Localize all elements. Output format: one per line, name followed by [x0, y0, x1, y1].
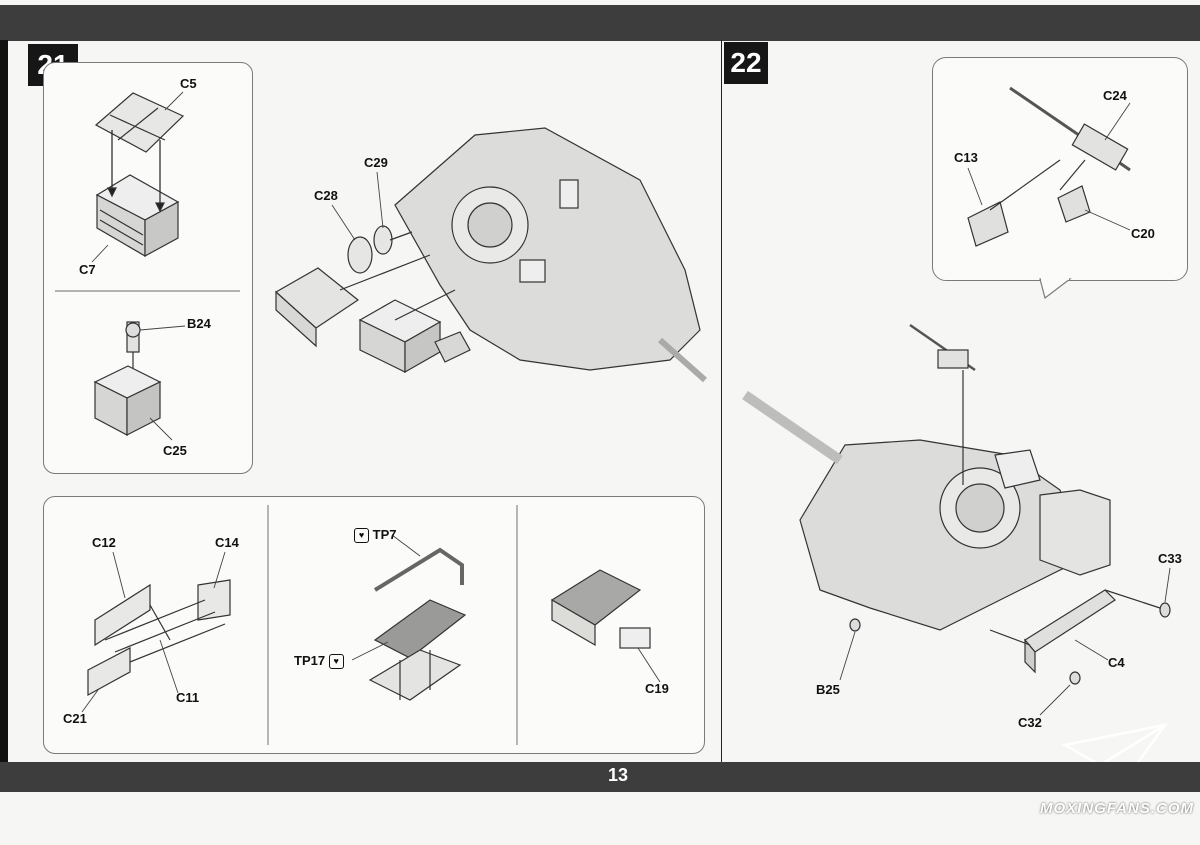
label-tp7: ♥ TP7 [354, 527, 396, 544]
label-c33: C33 [1158, 551, 1182, 566]
part-c24-machine-gun-drawing [1009, 86, 1131, 172]
part-c32-drawing [1069, 671, 1081, 685]
page-number: 13 [607, 765, 629, 785]
part-c28-drawing [347, 236, 373, 274]
rack-assembled-c19-drawing [550, 569, 651, 649]
label-c24: C24 [1103, 88, 1127, 103]
part-b25-drawing [849, 618, 861, 632]
page-divider [721, 40, 722, 762]
part-c5-lid-drawing [94, 92, 185, 153]
part-c29-drawing [373, 225, 393, 255]
bottom-footer-band [0, 762, 1200, 792]
label-c19: C19 [645, 681, 669, 696]
label-c12: C12 [92, 535, 116, 550]
part-c4-rail-drawing [1024, 589, 1116, 674]
photo-etch-icon: ♥ [328, 654, 344, 670]
label-b24: B24 [187, 316, 211, 331]
turret-drawing-step21 [394, 127, 707, 383]
label-b25: B25 [816, 682, 840, 697]
rack-parts-tp7-tp17-drawing [368, 547, 467, 701]
part-b24-valve-drawing [125, 321, 141, 353]
label-c21: C21 [63, 711, 87, 726]
step-22-number: 22 [724, 42, 768, 84]
label-c11: C11 [176, 690, 200, 705]
label-c13: C13 [954, 150, 978, 165]
watermark-text: MOXINGFANS.COM [1040, 800, 1195, 817]
label-c14: C14 [215, 535, 239, 550]
part-c20-mount-drawing [1057, 185, 1091, 223]
part-c33-drawing [1159, 602, 1171, 618]
top-header-band [0, 5, 1200, 41]
step22-detail-bubble [932, 57, 1188, 281]
label-c28: C28 [314, 188, 338, 203]
part-c7-box-drawing [95, 174, 180, 258]
part-c13-ammo-box-drawing [967, 201, 1009, 247]
left-edge-bar [0, 40, 8, 762]
label-c20: C20 [1131, 226, 1155, 241]
label-c25: C25 [163, 443, 187, 458]
label-c7: C7 [79, 262, 96, 277]
turret-box-drawing [358, 299, 442, 374]
label-c29: C29 [364, 155, 388, 170]
turret-drawing-step22 [742, 390, 1111, 631]
rack-parts-c11-c12-c14-c21-drawing [87, 579, 231, 697]
part-c25-box-drawing [93, 365, 162, 436]
label-c5: C5 [180, 76, 197, 91]
label-c4: C4 [1108, 655, 1125, 670]
turret-rack-drawing [274, 267, 360, 348]
label-tp17: TP17 ♥ [294, 653, 344, 670]
turret-small-box-drawing [434, 331, 471, 363]
label-c32: C32 [1018, 715, 1042, 730]
photo-etch-icon: ♥ [354, 528, 369, 544]
turret-mounted-machine-gun-drawing [909, 323, 976, 372]
